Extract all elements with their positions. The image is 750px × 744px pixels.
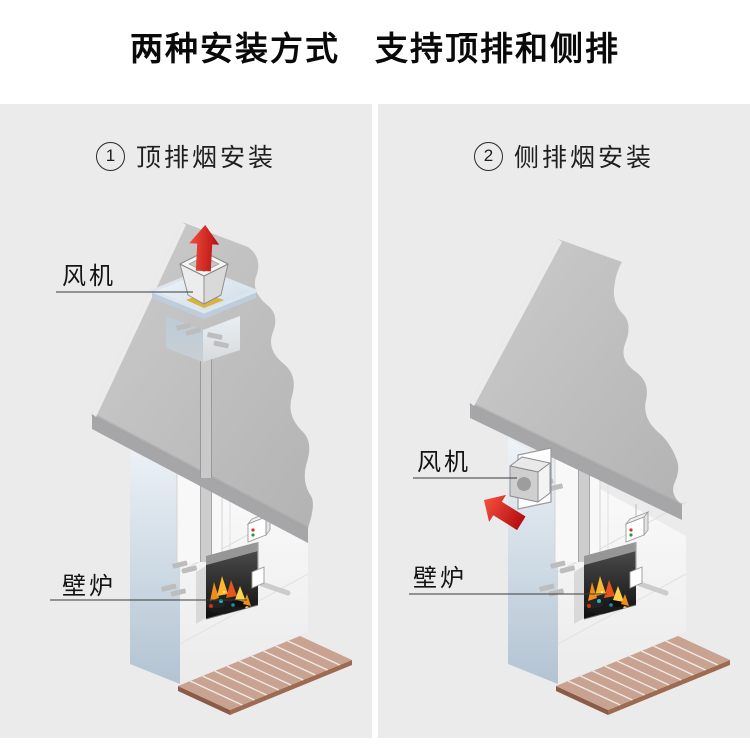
chimney [166,278,240,362]
panel-heading-text: 顶排烟安装 [135,144,276,172]
fireplace-label: 壁炉 [50,573,247,601]
fan-label: 风机 [56,263,193,293]
step-number-badge: 1 [95,141,125,171]
fan-label: 风机 [413,449,517,479]
up-arrow-icon [189,225,220,272]
fireplace-label: 壁炉 [409,565,607,595]
side-exhaust-illustration: 风机 壁炉 [409,239,750,738]
flue-pipe [200,356,212,478]
panel-heading: 1 顶排烟安装 [0,138,372,174]
fan-label-text: 风机 [417,449,471,476]
fan-label-text: 风机 [62,263,116,290]
panel-heading: 2 侧排烟安装 [378,138,750,174]
page-title: 两种安装方式 支持顶排和侧排 [130,30,620,67]
top-exhaust-illustration: 风机 壁炉 [50,222,372,738]
step-number-badge: 2 [473,141,503,171]
panel-top-exhaust: 1 顶排烟安装 [0,104,372,738]
panel-heading-text: 侧排烟安装 [513,144,654,172]
fireplace-label-text: 壁炉 [413,565,467,592]
wall-fan [509,447,552,510]
panel-side-exhaust: 2 侧排烟安装 风机 [378,104,750,738]
roof [469,239,683,520]
fireplace-label-text: 壁炉 [62,573,116,600]
side-arrow-icon [484,494,526,531]
